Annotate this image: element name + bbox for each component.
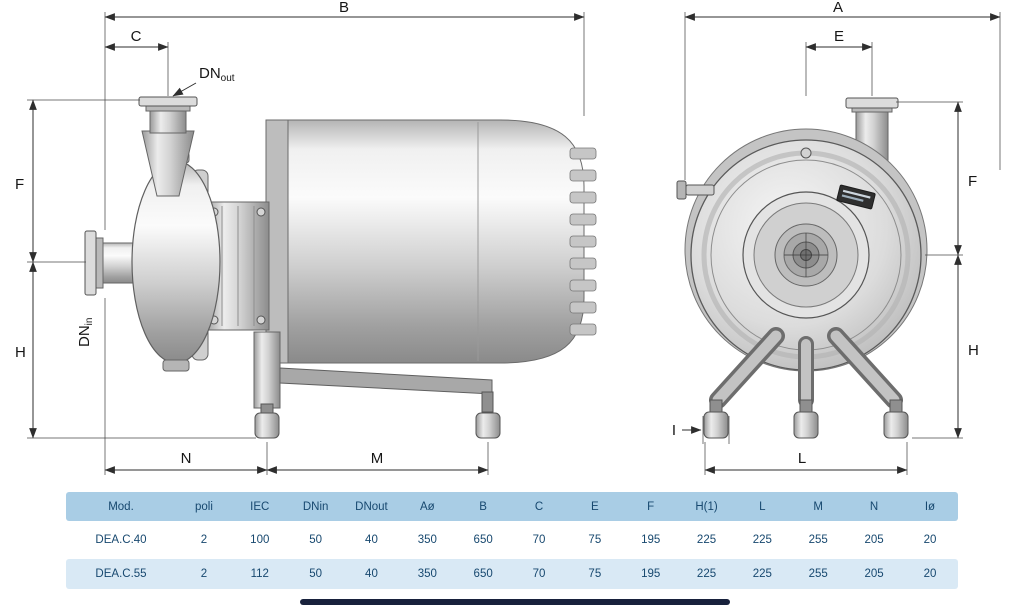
cell: 40 (343, 525, 400, 555)
vent-valve (676, 180, 715, 200)
front-dimensions: A E F H L I (672, 0, 1001, 475)
cell: 70 (511, 525, 567, 555)
front-view: A E F H L I (672, 0, 1001, 475)
cell: 195 (622, 559, 679, 589)
center-foot (793, 411, 819, 439)
cell: 50 (287, 525, 344, 555)
outlet-assembly (138, 96, 198, 197)
side-legs (253, 331, 501, 439)
left-foot-stem (709, 399, 723, 413)
front-leg (253, 331, 281, 409)
table-row: DEA.C.55 2 112 50 40 350 650 70 75 195 2… (66, 559, 958, 589)
col-header-e: E (566, 492, 623, 521)
cover-bolt-top (800, 147, 812, 159)
casing-clamp-bottom (162, 359, 190, 372)
col-header-n: N (846, 492, 902, 521)
cell: 50 (287, 559, 344, 589)
spec-table: Mod. poli IEC DNin DNout Aø B C E F H(1)… (66, 488, 958, 593)
dim-m-label: M (371, 450, 384, 467)
cell: 650 (455, 525, 512, 555)
dn-out-label: DNout (199, 65, 235, 84)
right-foot-stem (889, 399, 903, 413)
table-header-row: Mod. poli IEC DNin DNout Aø B C E F H(1)… (66, 492, 958, 521)
motor-nameplate (836, 184, 876, 210)
dim-h-label-front: H (968, 342, 979, 359)
cell: 205 (846, 525, 902, 555)
rear-foot (475, 412, 501, 439)
center-foot-stem (799, 399, 813, 413)
cell: 2 (176, 525, 232, 555)
dim-f-label-side: F (15, 176, 24, 193)
cell: 100 (231, 525, 288, 555)
right-foot (883, 411, 909, 439)
col-header-c: C (511, 492, 567, 521)
col-header-f: F (622, 492, 679, 521)
side-dimensions: B C DNout F H DNin N M (15, 0, 585, 475)
table-row: DEA.C.40 2 100 50 40 350 650 70 75 195 2… (66, 525, 958, 555)
rear-foot-stem (481, 391, 494, 413)
dim-l-label: L (798, 450, 806, 467)
motor-body (265, 119, 585, 364)
col-header-h: H(1) (678, 492, 735, 521)
col-header-iec: IEC (231, 492, 288, 521)
front-outlet-ferrule (845, 97, 899, 109)
cell: 75 (566, 559, 623, 589)
col-header-m: M (790, 492, 847, 521)
front-legs (703, 327, 909, 439)
cell: 205 (846, 559, 902, 589)
dim-e-label: E (834, 28, 844, 45)
support-bar (279, 367, 493, 395)
dim-f-label-front: F (968, 173, 977, 190)
dn-in-label: DNin (76, 318, 95, 347)
outlet-ferrule (138, 96, 198, 107)
cell: 350 (399, 525, 456, 555)
outlet-pipe (149, 109, 187, 134)
front-foot (254, 412, 280, 439)
side-view: B C DNout F H DNin N M (15, 0, 597, 475)
cell: 75 (566, 525, 623, 555)
cell: 255 (790, 525, 847, 555)
left-foot (703, 411, 729, 439)
col-header-a: Aø (399, 492, 456, 521)
dim-i-label: I (672, 422, 676, 439)
col-header-l: L (734, 492, 791, 521)
cell: 225 (678, 525, 735, 555)
cell: 195 (622, 525, 679, 555)
cell: 20 (901, 559, 958, 589)
cell: 70 (511, 559, 567, 589)
col-header-poli: poli (176, 492, 232, 521)
cell: 2 (176, 559, 232, 589)
cell: 40 (343, 559, 400, 589)
cell: 225 (678, 559, 735, 589)
dim-a-label: A (833, 0, 843, 16)
inlet-ferrule (84, 230, 97, 296)
cell: 255 (790, 559, 847, 589)
col-header-i: Iø (901, 492, 958, 521)
cell: 225 (734, 559, 791, 589)
dim-b-label: B (339, 0, 349, 16)
dim-c-label: C (131, 28, 142, 45)
cell-model: DEA.C.55 (66, 559, 176, 589)
cell: 650 (455, 559, 512, 589)
bottom-bar (300, 599, 730, 605)
col-header-mod: Mod. (66, 492, 176, 521)
motor-cooling-fins (569, 147, 597, 336)
cell: 20 (901, 525, 958, 555)
cell-model: DEA.C.40 (66, 525, 176, 555)
cell: 225 (734, 525, 791, 555)
col-header-b: B (455, 492, 512, 521)
dim-h-label-side: H (15, 344, 26, 361)
cell: 350 (399, 559, 456, 589)
col-header-dnout: DNout (343, 492, 400, 521)
cell: 112 (231, 559, 288, 589)
dim-n-label: N (181, 450, 192, 467)
pump-technical-drawing: B C DNout F H DNin N M (15, 0, 1001, 475)
col-header-dnin: DNin (287, 492, 344, 521)
